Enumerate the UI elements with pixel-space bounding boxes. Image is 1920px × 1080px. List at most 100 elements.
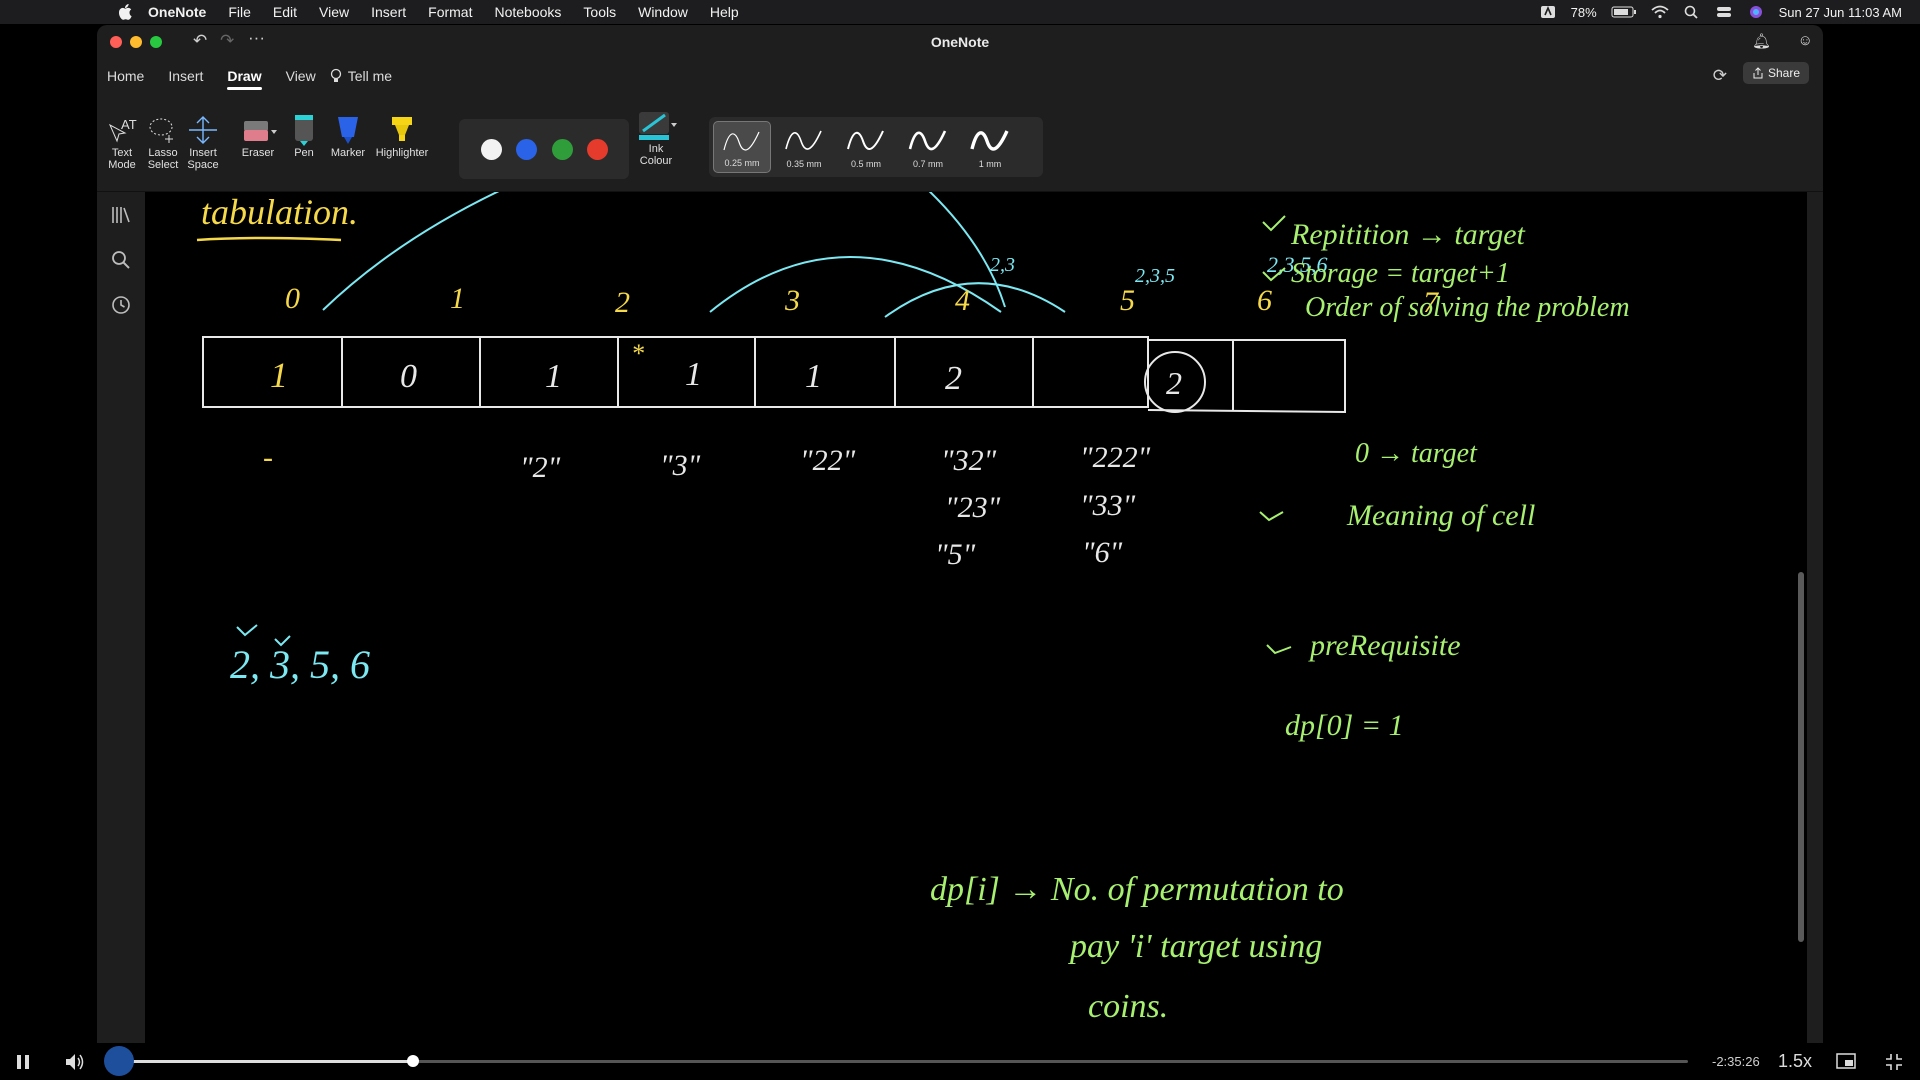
playback-progress-bar[interactable] xyxy=(114,1055,1688,1067)
arc-0 xyxy=(322,192,500,311)
share-button[interactable]: Share xyxy=(1743,62,1809,84)
stroke-05-icon xyxy=(847,130,884,150)
notebooks-icon[interactable] xyxy=(110,204,132,226)
volume-icon[interactable] xyxy=(64,1052,86,1072)
tell-me-search[interactable]: Tell me xyxy=(330,68,392,84)
arc-3-6 xyxy=(709,256,1002,313)
check-mark-3 xyxy=(1259,511,1284,522)
more-options-icon[interactable]: ··· xyxy=(248,28,265,47)
ink-colour-label-2: Colour xyxy=(639,155,673,167)
text-mode-button[interactable]: AT Text Mode xyxy=(107,113,137,171)
checklist-item-2: Order of solving the problem xyxy=(1305,292,1630,323)
pause-icon[interactable] xyxy=(16,1054,30,1070)
menu-clock[interactable]: Sun 27 Jun 11:03 AM xyxy=(1778,4,1902,20)
cell-2: 1 xyxy=(545,358,562,395)
menu-file[interactable]: File xyxy=(228,4,251,20)
checklist-item-6: dp[0] = 1 xyxy=(1285,709,1404,742)
ink-color-white[interactable] xyxy=(481,139,502,160)
checklist-item-0: Repitition → target xyxy=(1290,218,1526,251)
eraser-label: Eraser xyxy=(241,147,275,159)
thickness-0-35mm[interactable]: 0.35 mm xyxy=(775,121,833,173)
below-cell-4: "22" xyxy=(800,444,856,477)
recent-clock-icon[interactable] xyxy=(110,294,132,316)
stroke-035-icon xyxy=(785,130,822,150)
marker-label: Marker xyxy=(330,147,366,159)
playback-scrubber-handle[interactable] xyxy=(407,1055,420,1067)
cell-4: 1 xyxy=(805,358,822,395)
exit-fullscreen-icon[interactable] xyxy=(1885,1053,1903,1071)
dp-definition: dp[i] → No. of permutation to pay 'i' ta… xyxy=(930,871,1344,1025)
tab-home[interactable]: Home xyxy=(107,68,145,84)
arc-top xyxy=(928,192,1006,308)
minimize-window-button[interactable] xyxy=(130,36,142,48)
menu-help[interactable]: Help xyxy=(709,4,739,20)
siri-icon[interactable] xyxy=(1747,5,1765,19)
sync-icon[interactable]: ⟳ xyxy=(1712,66,1727,85)
menu-app-name[interactable]: OneNote xyxy=(148,4,207,20)
arc-label-2-3-5: 2,3,5 xyxy=(1135,265,1175,287)
insert-space-button[interactable]: Insert Space xyxy=(185,113,221,171)
menu-notebooks[interactable]: Notebooks xyxy=(494,4,562,20)
ink-color-blue[interactable] xyxy=(516,139,537,160)
notifications-bell-icon[interactable]: 🔔︎ xyxy=(1751,33,1771,50)
star-mark: * xyxy=(631,339,644,368)
circled-cell-6 xyxy=(1144,351,1206,413)
ink-colour-label-1: Ink xyxy=(648,143,664,155)
feedback-smiley-icon[interactable]: ☺ xyxy=(1797,32,1813,49)
battery-icon[interactable] xyxy=(1611,5,1637,19)
tab-insert[interactable]: Insert xyxy=(168,68,204,84)
eraser-button[interactable]: Eraser xyxy=(237,113,279,159)
picture-in-picture-icon[interactable] xyxy=(1836,1053,1856,1069)
ink-color-red[interactable] xyxy=(587,139,608,160)
time-remaining: -2:35:26 xyxy=(1712,1054,1760,1069)
tab-draw[interactable]: Draw xyxy=(227,68,262,90)
text-mode-label-1: Text xyxy=(111,147,133,159)
wifi-icon[interactable] xyxy=(1651,5,1669,19)
apple-icon[interactable] xyxy=(118,4,132,20)
cell-5: 2 xyxy=(945,360,962,397)
lasso-select-button[interactable]: Lasso Select xyxy=(145,113,181,171)
note-canvas[interactable]: tabulation. 0 1 2 3 4 5 6 7 2,3 2,3,5 2,… xyxy=(145,192,1807,1043)
thickness-1mm[interactable]: 1 mm xyxy=(961,121,1019,173)
below-cell-2: "2" xyxy=(520,451,561,484)
spotlight-search-icon[interactable] xyxy=(1683,5,1701,19)
checklist: Repitition → target Storage = target+1 O… xyxy=(1259,215,1630,742)
ink-color-green[interactable] xyxy=(552,139,573,160)
cell-1: 0 xyxy=(400,358,417,395)
search-icon[interactable] xyxy=(110,249,132,271)
tab-view[interactable]: View xyxy=(285,68,316,84)
below-cell-6-a: "222" xyxy=(1080,441,1151,474)
thickness-0-5mm[interactable]: 0.5 mm xyxy=(837,121,895,173)
pen-button[interactable]: Pen xyxy=(289,113,319,159)
lasso-label-1: Lasso xyxy=(148,147,178,159)
menu-tools[interactable]: Tools xyxy=(583,4,617,20)
close-window-button[interactable] xyxy=(110,36,122,48)
thickness-0-7mm[interactable]: 0.7 mm xyxy=(899,121,957,173)
highlighter-label: Highlighter xyxy=(375,147,429,159)
playback-progress-fill xyxy=(114,1060,414,1063)
menu-window[interactable]: Window xyxy=(638,4,688,20)
insert-space-icon xyxy=(189,116,217,144)
below-cell-6-b: "33" xyxy=(1080,489,1136,522)
menu-insert[interactable]: Insert xyxy=(371,4,407,20)
menu-edit[interactable]: Edit xyxy=(272,4,298,20)
menu-format[interactable]: Format xyxy=(428,4,473,20)
input-source-icon[interactable] xyxy=(1539,5,1557,19)
highlighter-button[interactable]: Highlighter xyxy=(373,113,431,159)
macos-menu-bar: OneNote File Edit View Insert Format Not… xyxy=(0,0,1920,24)
below-cell-5-c: "5" xyxy=(935,538,976,571)
redo-icon[interactable]: ↷ xyxy=(220,31,235,50)
vertical-scrollbar[interactable] xyxy=(1798,572,1804,942)
thickness-0-25mm[interactable]: 0.25 mm xyxy=(713,121,771,173)
control-center-icon[interactable] xyxy=(1715,5,1733,19)
below-cell-6-c: "6" xyxy=(1082,536,1123,569)
menu-view[interactable]: View xyxy=(319,4,350,20)
stroke-1mm-icon xyxy=(970,130,1009,151)
zoom-window-button[interactable] xyxy=(150,36,162,48)
eraser-icon xyxy=(244,121,277,141)
undo-icon[interactable]: ↶ xyxy=(193,31,208,50)
marker-button[interactable]: Marker xyxy=(329,113,367,159)
onenote-window: ↶ ↷ ··· OneNote 🔔︎ ☺ Home Insert Draw Vi… xyxy=(97,25,1823,1043)
playback-speed-button[interactable]: 1.5x xyxy=(1778,1051,1813,1071)
ink-colour-button[interactable]: Ink Colour xyxy=(633,109,679,167)
